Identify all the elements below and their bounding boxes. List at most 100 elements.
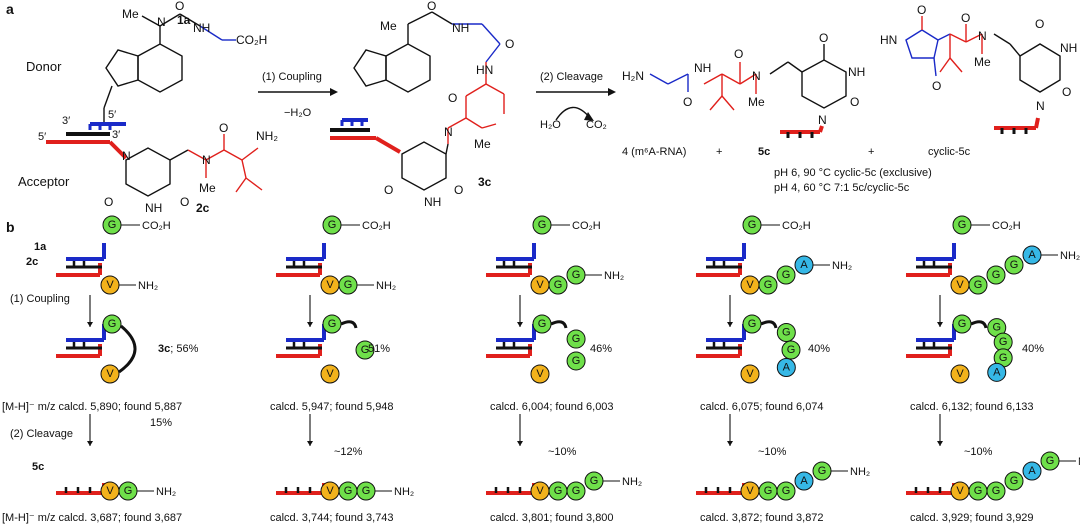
atom-me-3c: Me — [380, 19, 397, 33]
atom-o3-3c: O — [448, 91, 457, 105]
b-col5-top-acc-3-label: A — [1028, 249, 1036, 261]
b-col3-bot-V-label: V — [536, 485, 544, 497]
b-col1-mid-V-label: V — [106, 368, 114, 380]
b-col1-top-co2h: CO₂H — [142, 220, 171, 232]
panel-b-col-5-text: 40% calcd. 6,132; found 6,133 ~10% calcd… — [910, 343, 1044, 524]
rna-stub-5c — [780, 125, 824, 138]
b-col4-bot-3-label: G — [818, 465, 827, 477]
atom-n-1a: N — [157, 15, 166, 29]
b-col5-top-donor-G-label: G — [958, 219, 967, 231]
b-col4-top-acc-1-label: G — [782, 269, 791, 281]
atom-o-2c: O — [219, 121, 228, 135]
b-col4-arrow-cleavage-head — [727, 441, 733, 446]
b-label-1a: 1a — [34, 241, 47, 253]
b-col4-bot-1 — [776, 481, 796, 501]
b-col1-arrow-cleavage-head — [87, 441, 93, 446]
b-label-cleavage: (2) Cleavage — [10, 428, 73, 440]
atom-n-5c: N — [752, 69, 761, 83]
b-col5-top-acc-2 — [1004, 255, 1024, 275]
b-col5-mass-bottom: calcd. 3,929; found 3,929 — [910, 512, 1034, 524]
b-col1-bot-nh2: NH₂ — [156, 486, 176, 498]
b-col4-top-acc-0-label: G — [764, 279, 773, 291]
b-col2-bot-V-label: V — [326, 485, 334, 497]
b-col3-mid-loop — [550, 320, 568, 329]
atom-hn-cyc: HN — [880, 33, 897, 47]
b-col4-mid-ring-2-label: A — [783, 362, 791, 374]
b-col3-arrow-cleavage-head — [517, 441, 523, 446]
b-col5-top-acc-0-label: G — [974, 279, 983, 291]
b-col4-top-nh2: NH₂ — [832, 260, 852, 272]
atom-me-5c: Me — [748, 95, 765, 109]
b-col3-bot-1 — [566, 481, 586, 501]
step2-label: (2) Cleavage — [540, 71, 603, 83]
b-col5-bot-2-label: G — [1010, 475, 1019, 487]
plus-1: + — [716, 146, 722, 158]
atom-nh-cyc: NH — [1060, 41, 1077, 55]
curved-arrowhead — [584, 112, 594, 121]
prime-5-top: 5′ — [108, 109, 116, 121]
b-col1-cleavage-yield: 15% — [150, 417, 172, 429]
structure-cyclic-5c-product — [905, 16, 1061, 93]
atom-me-1a: Me — [122, 7, 139, 21]
panel-b-col-2-text: 51% calcd. 5,947; found 5,948 ~12% calcd… — [270, 343, 394, 524]
b-col1-compound: 3c; 56% — [158, 343, 199, 355]
b-col3-mid-ring-1 — [566, 351, 586, 371]
b-col5-top-acc-0 — [968, 275, 988, 295]
atom-me2-3c: Me — [474, 137, 491, 151]
atom-o1-cyc: O — [917, 3, 926, 17]
atom-n-2c: N — [202, 153, 211, 167]
b-col1-bot-V-label: V — [106, 485, 114, 497]
b-col1-mid-loop — [118, 324, 137, 374]
atom-n-3c: N — [444, 125, 453, 139]
condition-1: pH 6, 90 °C cyclic-5c (exclusive) — [774, 167, 932, 179]
b-col1-top-nh2: NH₂ — [138, 280, 158, 292]
b-col5-top-nh2: NH₂ — [1060, 250, 1080, 262]
b-col4-mid-ring-0-label: G — [782, 327, 791, 339]
atom-o5-cyc: O — [1062, 85, 1071, 99]
acceptor-label: Acceptor — [18, 174, 70, 189]
product-cyclic-label: cyclic-5c — [928, 146, 971, 158]
atom-nh2-3c: NH — [424, 195, 441, 209]
b-col2-mid-loop — [340, 320, 358, 329]
b-col5-arrow-cleavage-head — [937, 441, 943, 446]
b-col5-arrow-coupling-head — [937, 322, 943, 327]
b-col4-bot-1-label: G — [782, 485, 791, 497]
b-col4-bot-0-label: G — [764, 485, 773, 497]
b-col3-mass-mid: calcd. 6,004; found 6,003 — [490, 401, 614, 413]
b-col4-mid-G-label: G — [748, 318, 757, 330]
b-col4-top-acc-2-label: A — [800, 259, 808, 271]
atom-h2n-5c: H₂N — [622, 69, 644, 83]
b-col2-coupling-yield: 51% — [368, 343, 390, 355]
atom-o3-5c: O — [819, 31, 828, 45]
b-col4-mid-ring-1 — [781, 340, 801, 360]
atom-o3-cyc: O — [961, 11, 970, 25]
b-col3-arrow-coupling-head — [517, 322, 523, 327]
panel-b-label: b — [6, 219, 15, 235]
b-col4-mid-V — [740, 364, 760, 384]
structure-5c-product — [649, 44, 847, 111]
b-col2-bot-0-label: G — [344, 485, 353, 497]
atom-o-3c: O — [427, 0, 436, 13]
b-col4-mid-loop — [760, 320, 778, 329]
b-col3-top-V-label: V — [536, 279, 544, 291]
atom-n1-cyc: N — [1036, 99, 1045, 113]
product-4-label: 4 (m⁶A-RNA) — [622, 146, 686, 158]
b-col3-top-acc-0 — [548, 275, 568, 295]
b-col1-mid-G — [102, 314, 122, 334]
b-col5-coupling-yield: 40% — [1022, 343, 1044, 355]
b-col3-cleavage-yield: ~10% — [548, 446, 577, 458]
b-col3-top-acc-1-label: G — [572, 269, 581, 281]
atom-nh-5c: NH — [694, 61, 711, 75]
b-col3-top-nh2: NH₂ — [604, 270, 624, 282]
compound-3c: 3c — [478, 175, 492, 189]
b-col1-mass-bottom: [M-H]⁻ m/z calcd. 3,687; found 3,687 — [2, 512, 182, 524]
compound-2c: 2c — [196, 201, 210, 215]
atom-o2-2c: O — [104, 195, 113, 209]
b-col4-top-acc-0 — [758, 275, 778, 295]
b-col4-bot-2-label: A — [800, 475, 808, 487]
b-col5-bot-3-label: A — [1028, 465, 1036, 477]
b-col4-top-V-label: V — [746, 279, 754, 291]
product-5c-label: 5c — [758, 146, 770, 158]
structure-2c-acceptor — [125, 134, 263, 197]
